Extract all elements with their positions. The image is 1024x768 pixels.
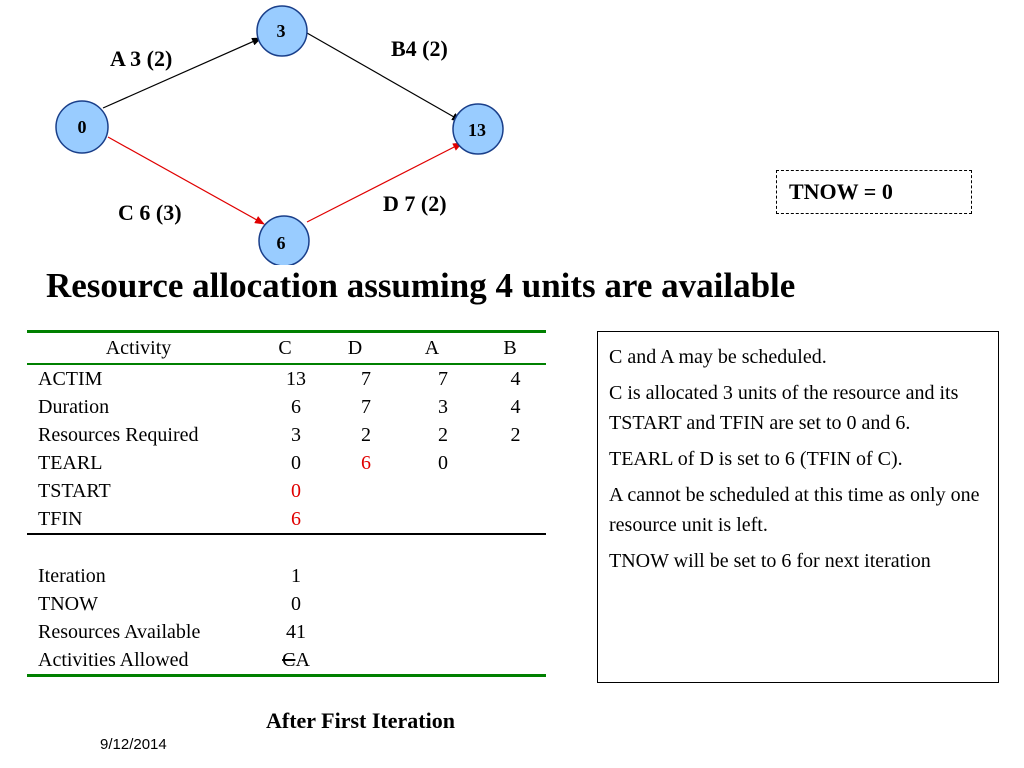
edge-label-a: A 3 (2) <box>110 46 172 71</box>
cell: 2 <box>438 424 448 446</box>
row-label: TEARL <box>38 452 103 474</box>
cell: 3 <box>438 396 448 418</box>
row-label: Duration <box>38 396 110 418</box>
row-label: ACTIM <box>38 368 103 390</box>
tnow-box: TNOW = 0 <box>776 170 972 214</box>
status-label: Iteration <box>38 565 106 587</box>
node-0: 0 <box>55 100 109 154</box>
status-value: 0 <box>291 593 301 615</box>
cell <box>401 477 485 505</box>
cell: 0 <box>438 452 448 474</box>
status-row: Iteration 1 <box>27 562 546 590</box>
note: TEARL of D is set to 6 (TFIN of C). <box>609 448 903 470</box>
table-bottom-rule <box>27 674 546 677</box>
allocation-table: Activity C D A B ACTIM 13 7 7 4 Duration… <box>27 330 546 677</box>
row-label: TSTART <box>38 480 111 502</box>
cell: 2 <box>510 424 521 446</box>
node-label: 3 <box>277 21 286 41</box>
table-row: TSTART 0 <box>27 477 546 505</box>
cell: 7 <box>361 368 371 390</box>
cell-highlight: 0 <box>291 480 301 502</box>
allowed-activity: A <box>295 649 310 671</box>
table-row: ACTIM 13 7 7 4 <box>27 365 546 393</box>
cell <box>485 477 546 505</box>
cell: 6 <box>291 396 301 418</box>
cell-highlight: 6 <box>291 508 301 530</box>
header-activity: Activity <box>105 337 172 359</box>
status-label: Resources Available <box>38 621 201 643</box>
status-value: 41 <box>286 621 306 643</box>
table-row: TFIN 6 <box>27 505 546 533</box>
node-3: 3 <box>256 5 308 57</box>
cell: 4 <box>510 368 521 390</box>
edge-c <box>107 136 265 225</box>
status-value: CA <box>261 646 331 674</box>
node-label: 6 <box>277 233 286 253</box>
node-13: 13 <box>452 103 504 155</box>
section-rule <box>27 533 546 535</box>
table-top-rule <box>27 330 546 333</box>
header-col: B <box>503 337 517 359</box>
row-label: TFIN <box>38 508 83 530</box>
cell: 13 <box>286 368 306 390</box>
table-header-row: Activity C D A B <box>27 333 546 363</box>
status-label: Activities Allowed <box>38 649 189 671</box>
header-col: D <box>347 337 363 359</box>
status-row: Activities Allowed CA <box>27 646 546 674</box>
edge-b <box>306 32 462 122</box>
header-col: C <box>278 337 292 359</box>
status-row: TNOW 0 <box>27 590 546 618</box>
edge-label-d: D 7 (2) <box>383 191 447 216</box>
edge-label-b: B4 (2) <box>391 36 448 61</box>
header-col: A <box>424 337 440 359</box>
figure-caption: After First Iteration <box>266 708 455 733</box>
cell: 2 <box>361 424 371 446</box>
cell: 7 <box>438 368 448 390</box>
node-label: 0 <box>78 117 87 137</box>
note: A cannot be scheduled at this time as on… <box>609 484 980 536</box>
struck-activity: C <box>282 649 296 671</box>
note: C is allocated 3 units of the resource a… <box>609 382 959 434</box>
table-row: Duration 6 7 3 4 <box>27 393 546 421</box>
note: C and A may be scheduled. <box>609 346 827 368</box>
node-label: 13 <box>468 120 486 140</box>
edge-a <box>102 37 262 109</box>
status-label: TNOW <box>38 593 98 615</box>
node-6: 6 <box>258 215 310 265</box>
cell: 4 <box>510 396 521 418</box>
cell-highlight: 6 <box>361 452 371 474</box>
page-title: Resource allocation assuming 4 units are… <box>46 266 796 305</box>
table-row: Resources Required 3 2 2 2 <box>27 421 546 449</box>
cell <box>485 449 546 477</box>
cell: 3 <box>291 424 301 446</box>
activity-network-diagram: A 3 (2) B4 (2) C 6 (3) D 7 (2) 0 3 6 13 <box>55 5 504 265</box>
cell <box>401 505 485 533</box>
header-rule <box>27 363 546 365</box>
status-row: Resources Available 41 <box>27 618 546 646</box>
note: TNOW will be set to 6 for next iteration <box>609 550 931 572</box>
slide-date: 9/12/2014 <box>100 736 167 753</box>
cell <box>485 505 546 533</box>
cell: 0 <box>291 452 301 474</box>
cell <box>331 477 401 505</box>
explanation-box: C and A may be scheduled. C is allocated… <box>597 331 999 683</box>
row-label: Resources Required <box>38 424 199 446</box>
cell <box>331 505 401 533</box>
table-row: TEARL 0 6 0 <box>27 449 546 477</box>
status-value: 1 <box>291 565 301 587</box>
edge-d <box>306 142 463 223</box>
edge-label-c: C 6 (3) <box>118 200 182 225</box>
cell: 7 <box>361 396 371 418</box>
